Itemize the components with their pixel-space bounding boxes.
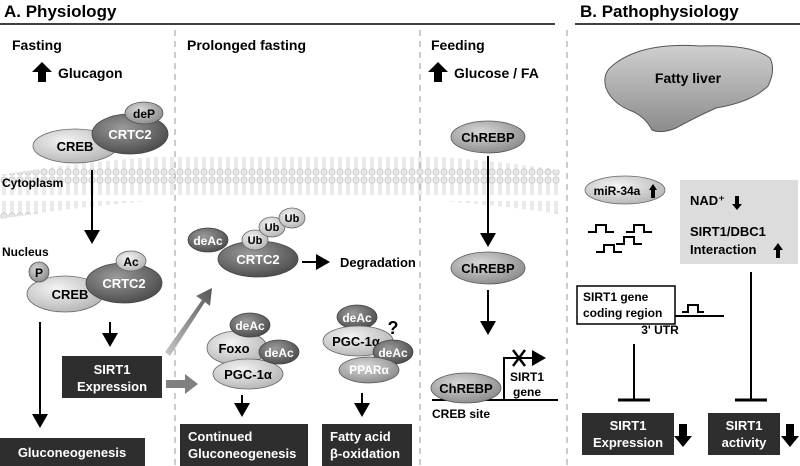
up-arrow-icon	[32, 62, 52, 82]
sirt1-expression-line1: SIRT1	[94, 362, 131, 377]
gray-arrow-diagonal	[165, 288, 212, 356]
down-arrow-icon	[674, 424, 692, 447]
b-sirt1-expression-line2: Expression	[593, 435, 663, 450]
down-arrow-icon	[781, 424, 799, 447]
sirt1-dbc1-line2: Interaction	[690, 242, 757, 257]
ub-oval-2	[258, 216, 286, 238]
deac-oval-foxo	[229, 312, 271, 338]
transcription-arrow	[503, 350, 546, 400]
utr-squiggle-icon	[682, 304, 704, 313]
creb-label-top: CREB	[57, 139, 94, 154]
column-fasting: Fasting	[12, 37, 62, 53]
chrebp-label-dna: ChREBP	[439, 381, 493, 396]
sirt1-expression-box	[62, 356, 162, 398]
deac-label-pgc1a-2: deAc	[342, 311, 372, 325]
mir34a-label: miR-34a	[594, 184, 641, 198]
mirna-squiggle-icon	[588, 224, 652, 253]
nad-label: NAD⁺	[690, 193, 725, 208]
ub-label-2: Ub	[265, 222, 280, 234]
label-cytoplasm: Cytoplasm	[2, 176, 63, 190]
pgc1a-oval	[212, 358, 284, 390]
deac-label-foxo: deAc	[235, 319, 265, 333]
crtc2-label-top: CRTC2	[108, 127, 151, 142]
deac-label-crtc2: deAc	[193, 234, 223, 248]
chrebp-label-mid: ChREBP	[461, 261, 515, 276]
block-x-icon	[512, 349, 526, 367]
p-label: P	[35, 266, 43, 280]
up-arrow-icon	[428, 62, 448, 82]
column-feeding: Feeding	[431, 37, 485, 53]
deac-oval-crtc2	[187, 227, 229, 253]
fatty-acid-line1: Fatty acid	[330, 429, 391, 444]
sirt1-gene-line2: gene	[513, 385, 541, 399]
label-nucleus: Nucleus	[2, 245, 49, 259]
gray-arrow-horizontal	[166, 374, 198, 394]
gluconeogenesis-label: Gluconeogenesis	[18, 445, 126, 460]
chrebp-oval-mid	[450, 251, 526, 285]
sirt1-gene-line1: SIRT1	[510, 370, 544, 384]
question-mark: ?	[388, 318, 399, 338]
b-sirt1-expression-box	[582, 413, 674, 455]
ppara-label: PPARα	[349, 363, 389, 377]
coding-region-line1: SIRT1 gene	[583, 290, 649, 304]
signal-glucagon: Glucagon	[58, 65, 123, 81]
up-arrow-icon	[649, 184, 657, 198]
fatty-acid-line2: β-oxidation	[330, 446, 400, 461]
pgc1a-label-2: PGC-1α	[332, 334, 380, 349]
mir34a-oval	[584, 175, 666, 205]
degradation-label: Degradation	[340, 255, 416, 270]
up-arrow-icon	[773, 243, 783, 258]
chrebp-oval-top	[450, 120, 526, 154]
gluconeogenesis-box	[0, 438, 145, 466]
sirt1-dbc1-line1: SIRT1/DBC1	[690, 224, 766, 239]
deac-oval-pgc1a	[258, 339, 300, 365]
chrebp-oval-dna	[430, 372, 502, 404]
column-prolonged-fasting: Prolonged fasting	[187, 37, 306, 53]
continued-line1: Continued	[188, 429, 252, 444]
signal-glucose-fa: Glucose / FA	[454, 65, 539, 81]
utr-label: 3' UTR	[641, 323, 679, 337]
ub-oval-3	[278, 207, 306, 229]
section-pathophysiology-title: B. Pathophysiology	[580, 2, 739, 21]
dep-label: deP	[133, 107, 155, 121]
b-sirt1-activity-line2: activity	[722, 435, 768, 450]
foxo-label: Foxo	[218, 341, 249, 356]
ub-label-3: Ub	[285, 213, 300, 225]
crtc2-label-nucleus: CRTC2	[102, 276, 145, 291]
cell-membrane	[0, 151, 560, 219]
coding-region-box	[576, 285, 676, 325]
deac-label-ppara: deAc	[378, 346, 408, 360]
ac-label: Ac	[123, 255, 139, 269]
ub-label-1: Ub	[248, 235, 263, 247]
deac-label-pgc1a: deAc	[264, 346, 294, 360]
ppara-oval	[338, 356, 400, 384]
pgc1a-label: PGC-1α	[224, 367, 272, 382]
b-sirt1-activity-line1: SIRT1	[726, 418, 763, 433]
dep-oval	[124, 101, 164, 125]
coding-region-line2: coding region	[583, 306, 662, 320]
continued-gluconeogenesis-box	[180, 424, 308, 466]
continued-line2: Gluconeogenesis	[188, 446, 296, 461]
b-sirt1-expression-line1: SIRT1	[610, 418, 647, 433]
ac-oval	[115, 250, 147, 272]
p-oval	[28, 261, 50, 283]
b-sirt1-activity-box	[708, 413, 780, 455]
sirt1-expression-line2: Expression	[77, 379, 147, 394]
chrebp-label-top: ChREBP	[461, 130, 515, 145]
creb-site-label: CREB site	[432, 407, 490, 421]
fatty-liver-label: Fatty liver	[655, 70, 722, 86]
down-arrow-icon	[732, 196, 742, 210]
fatty-acid-box	[322, 424, 412, 466]
ub-oval-1	[241, 229, 269, 251]
fatty-liver-shape	[604, 44, 774, 133]
crtc2-label-degradation: CRTC2	[236, 252, 279, 267]
section-physiology-title: A. Physiology	[4, 2, 117, 21]
creb-label-nucleus: CREB	[52, 287, 89, 302]
